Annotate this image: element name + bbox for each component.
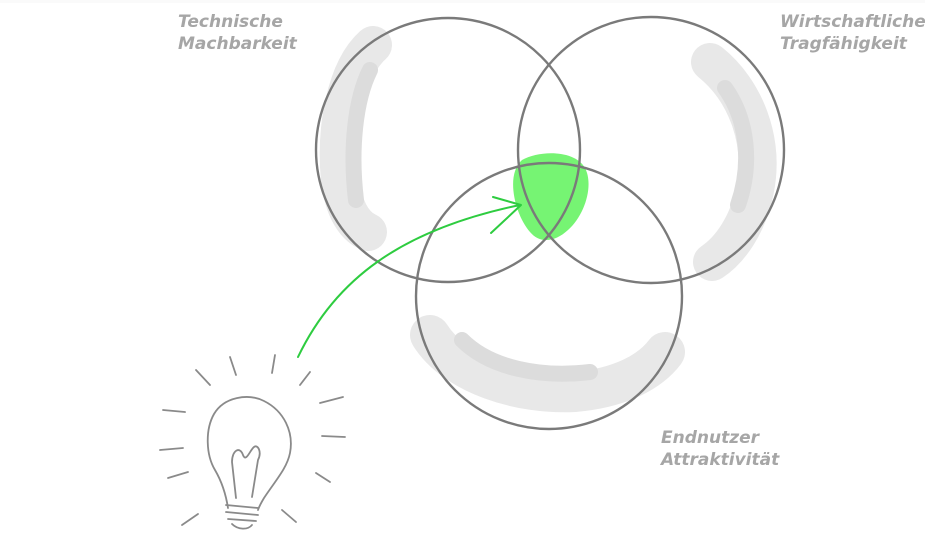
arrow-icon [297,196,522,358]
label-technische-machbarkeit: Technische Machbarkeit [178,11,297,55]
shadow-technisch-inner [345,62,378,208]
label-nutzer-line2: Attraktivität [661,450,780,470]
circle-shadows [319,26,777,413]
label-technisch-line1: Technische [178,12,283,32]
shadow-wirtschaft-inner [717,80,755,213]
label-wirtschaft-line1: Wirtschaftliche [780,12,925,32]
shadow-nutzer [410,315,685,413]
top-strip [0,0,925,3]
circle-nutzer [414,161,684,431]
label-nutzer-line1: Endnutzer [661,428,760,448]
lightbulb-icon [159,354,346,530]
intersection-highlight [513,153,589,241]
label-technisch-line2: Machbarkeit [178,34,297,54]
label-wirtschaftliche-tragfaehigkeit: Wirtschaftliche Tragfähigkeit [780,11,925,55]
label-endnutzer-attraktivitaet: Endnutzer Attraktivität [661,427,779,471]
circle-technisch [314,16,582,284]
venn-circles [314,15,786,431]
circle-wirtschaft [516,15,786,285]
shadow-technisch [319,26,392,251]
label-wirtschaft-line2: Tragfähigkeit [780,34,907,54]
shadow-nutzer-inner [454,332,598,382]
